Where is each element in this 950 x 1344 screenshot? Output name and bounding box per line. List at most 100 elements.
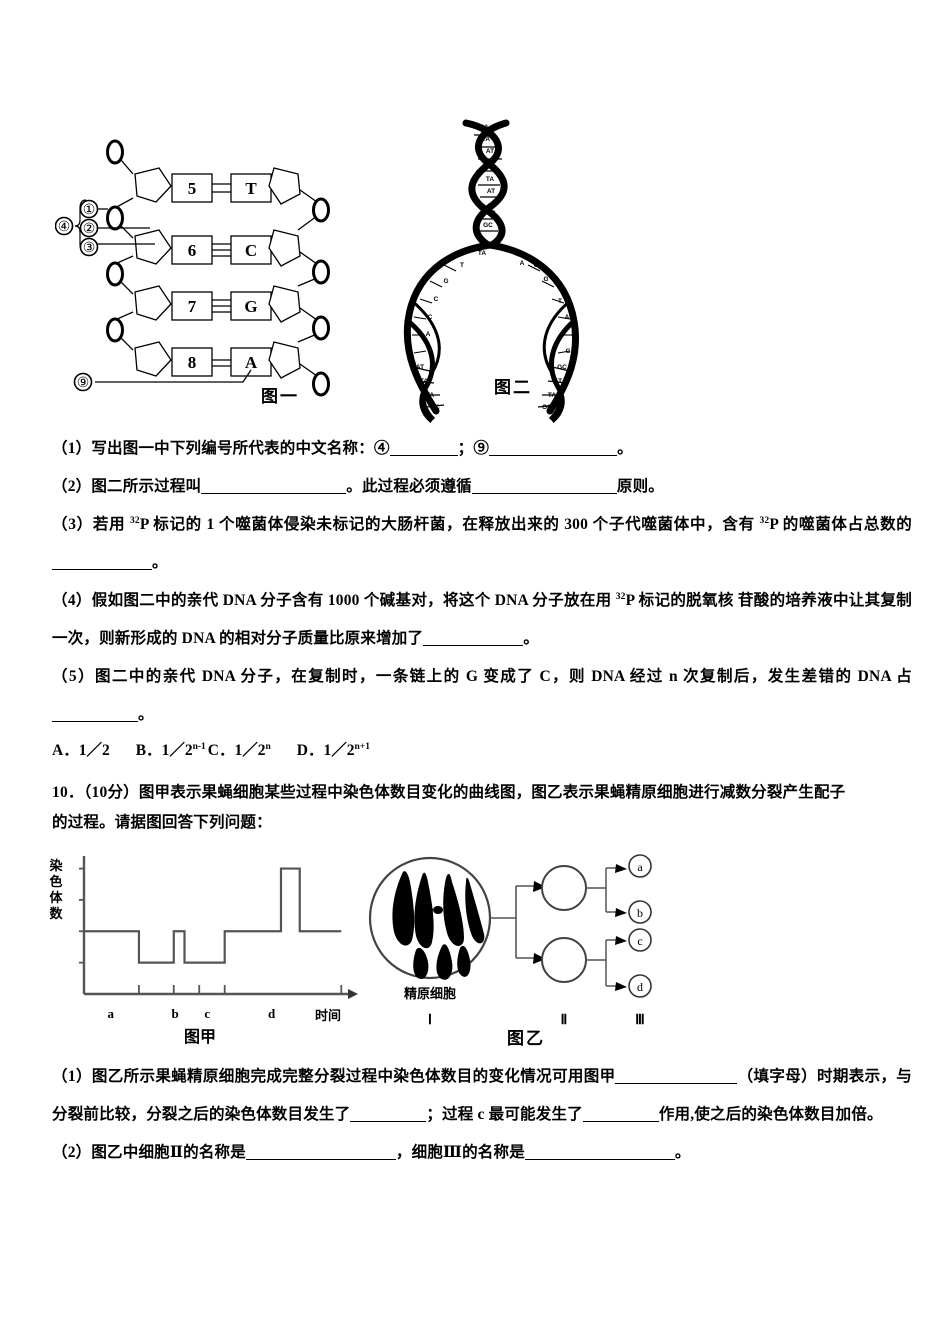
chart-x-label: c bbox=[204, 1006, 210, 1021]
chart-x-axis-arrow bbox=[348, 989, 358, 999]
spermatogonium-label: 精原细胞 bbox=[404, 986, 456, 1001]
option-d-key: D． bbox=[296, 742, 324, 759]
q9-p3-superscript-32-a: 32 bbox=[129, 515, 140, 526]
fig1-brace-label-4: ④ bbox=[58, 220, 71, 235]
fig2-base-single: T bbox=[428, 348, 432, 355]
q10-p2-blank-1[interactable] bbox=[245, 1159, 396, 1160]
fig2-base-pair: AT bbox=[486, 148, 494, 155]
q9-p1-label-b: ⑨ bbox=[473, 440, 490, 457]
q9-p1-sep: ； bbox=[457, 440, 474, 457]
fig1-callout-2: ② bbox=[83, 222, 96, 237]
stage-label-III: Ⅲ bbox=[635, 1013, 645, 1028]
option-d-sup: n+1 bbox=[354, 741, 370, 752]
question-10-part-2: （2）图乙中细胞Ⅱ的名称是，细胞Ⅲ的名称是。 bbox=[0, 1134, 950, 1172]
q9-p5-blank[interactable] bbox=[52, 721, 138, 722]
option-a-value: 1／2 bbox=[78, 742, 110, 759]
fig2-base-single: G bbox=[565, 348, 570, 355]
chart-x-axis-title: 时间 bbox=[315, 1008, 341, 1023]
option-b-value: 1／2 bbox=[161, 742, 193, 759]
option-c-sup: n bbox=[265, 741, 271, 752]
option-b[interactable]: B．1／2n-1 bbox=[136, 734, 206, 768]
figure-two-caption: 图二 bbox=[494, 378, 532, 397]
q10-p1-blank-1[interactable] bbox=[615, 1083, 738, 1084]
q9-p4-superscript-32: 32 bbox=[615, 591, 626, 602]
fig2-base-pair: TA bbox=[420, 378, 428, 385]
option-c[interactable]: C．1／2n bbox=[208, 734, 271, 768]
q9-p3-part2: P 标记的 1 个噬菌体侵染未标记的大肠杆菌，在释放出来的 300 个子代噬菌体… bbox=[139, 516, 760, 533]
fig2-base-pair: AT bbox=[416, 364, 424, 371]
option-d[interactable]: D．1／2n+1 bbox=[297, 734, 370, 768]
fig2-base-pair: GC bbox=[430, 404, 440, 411]
chart-caption: 图甲 bbox=[184, 1028, 216, 1046]
stage-two-cell-upper bbox=[541, 865, 587, 911]
fig1-callout-9: ⑨ bbox=[77, 376, 90, 391]
q9-p4-part1: （4）假如图二中的亲代 DNA 分子含有 1000 个碱基对，将这个 DNA 分… bbox=[52, 592, 616, 609]
fig2-base-single: C bbox=[428, 314, 433, 321]
q9-p3-superscript-32-b: 32 bbox=[759, 515, 770, 526]
stage-two-cell-lower bbox=[541, 937, 587, 983]
q10-p2-part3: 。 bbox=[674, 1144, 691, 1161]
q9-p3-blank[interactable] bbox=[52, 569, 152, 570]
chart-y-axis-title-char: 数 bbox=[49, 906, 63, 921]
gamete-d-label: d bbox=[637, 980, 643, 994]
q10-p1-blank-3[interactable] bbox=[582, 1121, 659, 1122]
gamete-c bbox=[628, 928, 652, 952]
gamete-b bbox=[628, 900, 652, 924]
fig2-base-pair: TA bbox=[548, 392, 556, 399]
chart-y-axis-title-char: 染 bbox=[48, 858, 63, 873]
fig1-nucleotide-num-6: 6 bbox=[188, 241, 197, 260]
figure-yi-meiosis: 精原细胞 bbox=[368, 846, 668, 1048]
fig1-callout-3: ③ bbox=[83, 241, 96, 256]
fig1-base-C: C bbox=[245, 241, 257, 260]
fig1-base-A: A bbox=[245, 353, 258, 372]
q9-p3-part4: 。 bbox=[152, 554, 168, 571]
q9-p1-suffix: 。 bbox=[617, 440, 633, 457]
q9-p4-blank[interactable] bbox=[423, 645, 524, 646]
fig2-base-pair: CA bbox=[479, 124, 489, 131]
chart-y-axis-title-char: 体 bbox=[49, 890, 63, 905]
figure-one-dna-ladder: ① ② ③ ④ ⑨ 5 6 7 8 T C bbox=[55, 130, 375, 420]
fig2-base-pair: TA bbox=[482, 136, 490, 143]
gamete-a-label: a bbox=[637, 860, 643, 874]
question-9-part-2: （2）图二所示过程叫 。此过程必须遵循 原则。 bbox=[0, 468, 950, 506]
question-10-stem-line-2: 的过程。请据图回答下列问题： bbox=[52, 814, 272, 831]
fig1-nucleotide-num-8: 8 bbox=[188, 353, 197, 372]
fig1-nucleotide-num-5: 5 bbox=[188, 179, 197, 198]
q10-p1-blank-2[interactable] bbox=[350, 1121, 427, 1122]
gamete-b-label: b bbox=[637, 906, 643, 920]
fig2-base-pair: GC bbox=[557, 364, 567, 371]
fig1-base-T: T bbox=[245, 179, 257, 198]
q10-p2-part2: ，细胞Ⅲ的名称是 bbox=[395, 1144, 525, 1161]
fig2-base-single: G bbox=[571, 332, 576, 339]
option-b-sup: n-1 bbox=[192, 741, 206, 752]
fig2-base-single: T bbox=[460, 262, 464, 269]
gamete-d bbox=[628, 974, 652, 998]
question-9-part-4: （4）假如图二中的亲代 DNA 分子含有 1000 个碱基对，将这个 DNA 分… bbox=[0, 582, 950, 658]
option-c-value: 1／2 bbox=[234, 742, 266, 759]
q9-p2-suffix: 原则。 bbox=[616, 478, 664, 495]
q9-p2-mid: 。此过程必须遵循 bbox=[346, 478, 472, 495]
question-9-part-3: （3）若用 32P 标记的 1 个噬菌体侵染未标记的大肠杆菌，在释放出来的 30… bbox=[0, 506, 950, 582]
stage-label-I: Ⅰ bbox=[428, 1013, 432, 1028]
fig2-base-pair: AT bbox=[487, 188, 495, 195]
q9-p1-blank-a[interactable] bbox=[389, 455, 458, 456]
q9-p2-blank-1[interactable] bbox=[201, 493, 347, 494]
figure-one-caption: 图一 bbox=[261, 387, 299, 406]
option-a[interactable]: A．1／2 bbox=[52, 734, 110, 768]
q10-p2-blank-2[interactable] bbox=[524, 1159, 675, 1160]
q9-p1-blank-b[interactable] bbox=[489, 455, 618, 456]
fig2-base-single: C bbox=[434, 296, 439, 303]
fig2-base-single: A bbox=[565, 314, 570, 321]
fig2-base-single: T bbox=[558, 298, 562, 305]
fig2-base-pair: TA bbox=[426, 392, 434, 399]
fig2-base-pair: GC bbox=[483, 222, 493, 229]
q9-p3-part1: （3）若用 bbox=[52, 516, 130, 533]
fig2-base-single: A bbox=[426, 331, 431, 338]
gamete-c-label: c bbox=[637, 934, 642, 948]
q9-p2-blank-2[interactable] bbox=[471, 493, 617, 494]
q9-p2-prefix: （2）图二所示过程叫 bbox=[52, 478, 202, 495]
q9-p4-part3: 。 bbox=[523, 630, 539, 647]
